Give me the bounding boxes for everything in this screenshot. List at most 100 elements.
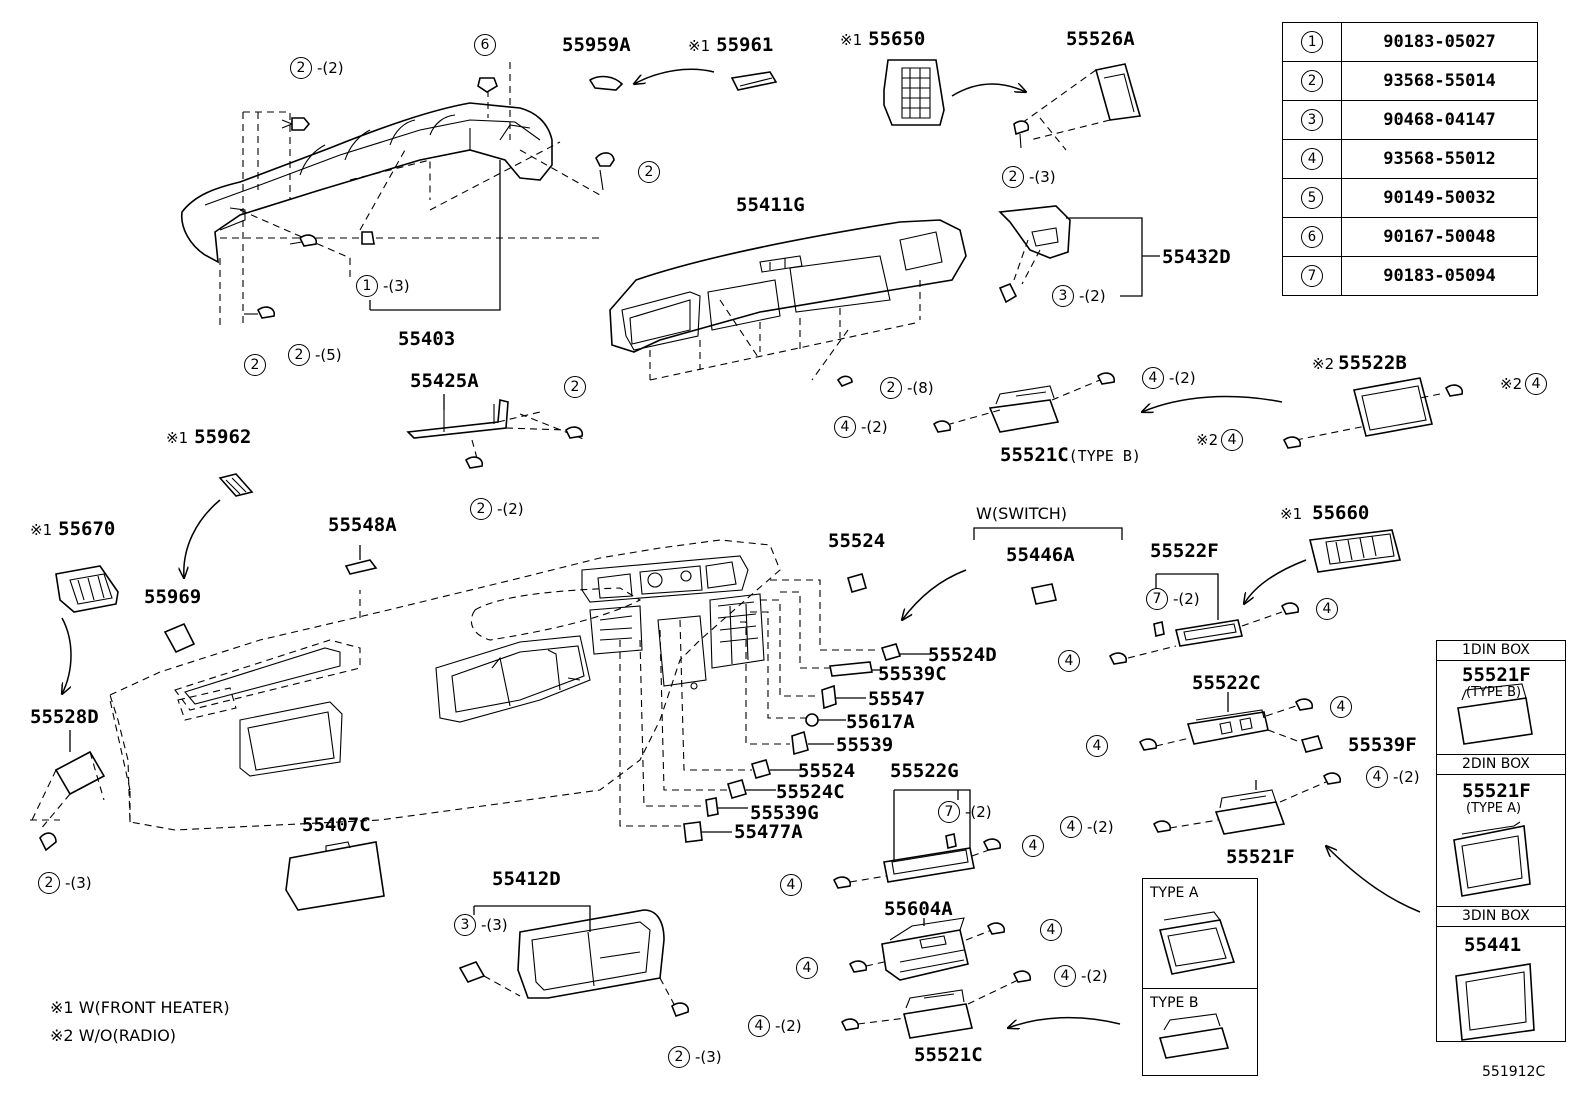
fastener-ref: 4 [796,957,818,979]
fastener-qty: -(2) [1393,767,1420,786]
box-55412D [460,906,688,1016]
fastener-qty: -(2) [317,58,344,77]
fastener-qty: -(3) [481,915,508,934]
fastener-callout: 2 [564,376,591,398]
part-label-55959A: 55959A [562,34,631,56]
fastener-qty: -(2) [1087,817,1114,836]
note-mark: ※1 [688,37,711,55]
fastener-ref: 1 [356,275,378,297]
part-label-55411G: 55411G [736,194,805,216]
fastener-ref: 2 [564,376,586,398]
pocket-55521C-typeB [934,373,1114,432]
part-label-55522F: 55522F [1150,540,1219,562]
vent-55670 [56,566,118,612]
fastener-qty: -(2) [1169,368,1196,387]
duct-55962 [220,474,252,496]
part-number: 93568-55012 [1341,139,1538,179]
fastener-ref: 4 [1316,598,1338,620]
note-mark: ※2 [50,1026,74,1045]
fastener-callout: 6 [474,34,501,56]
fastener-qty: -(2) [497,499,524,518]
ref-number: 1 [1301,31,1323,53]
part-label-55522G: 55522G [890,760,959,782]
fastener-qty: -(3) [1029,167,1056,186]
diagram-code: 551912C [1482,1064,1546,1080]
fastener-callout: 4 [1330,696,1357,718]
part-number: 90183-05094 [1341,256,1538,296]
part-label-55524-b: 55524 [798,760,856,782]
part-number: 93568-55014 [1341,61,1538,101]
dash-leaders [620,580,880,826]
part-label-55432D: 55432D [1162,246,1231,268]
bezel-55522B [1284,378,1462,448]
part-number: 55962 [194,426,252,448]
divider [1436,660,1566,661]
part-label-55524D: 55524D [928,644,997,666]
divider [1436,774,1566,775]
fastener-ref: 3 [454,914,476,936]
fastener-ref: 4 [780,874,802,896]
fastener-ref: 4 [1330,696,1352,718]
part-label-55521C: 55521C [914,1044,983,1066]
part-label-55446A: 55446A [1006,544,1075,566]
ref-number: 3 [1301,109,1323,131]
part-type: (TYPE B) [1068,447,1141,465]
fastener-callout: 4-(2) [1142,367,1196,389]
fastener-qty: -(2) [775,1016,802,1035]
fastener-qty: -(3) [65,873,92,892]
type-box-art [1160,684,1534,1058]
fastener-qty: -(2) [861,417,888,436]
legend-note-1: ※1 W(FRONT HEATER) [50,1000,230,1016]
duct-55969 [165,624,194,652]
fastener-ref: 4 [1040,919,1062,941]
panel-55411G [610,220,966,386]
fastener-callout: 4 [1022,835,1049,857]
fastener-callout: 2 [244,354,271,376]
part-label-55477A: 55477A [734,821,803,843]
fastener-ref: 7 [938,801,960,823]
divider [1436,926,1566,927]
part-label-55521F: 55521F [1226,846,1295,868]
part-number: 90149-50032 [1341,178,1538,218]
fastener-callout: 2-(3) [1002,166,1056,188]
part-number: 55670 [58,518,116,540]
fastener-callout: 4 [1316,598,1343,620]
fastener-qty: -(5) [315,345,342,364]
fastener-ref: 2 [290,57,312,79]
din-box-panel [1436,640,1566,1042]
note-mark: ※1 [840,31,863,49]
fastener-qty: -(2) [1079,286,1106,305]
part-label-55526A: 55526A [1066,28,1135,50]
fastener-callout: 7-(2) [938,801,992,823]
part-label-55521C-typeB: 55521C(TYPE B) [1000,446,1141,465]
small-clips [684,574,930,842]
fastener-ref: 6 [474,34,496,56]
pocket-55521C [842,971,1030,1038]
legend-note-2: ※2 W/O(RADIO) [50,1028,176,1044]
bracket-55548A [346,545,376,574]
part-label-55522C: 55522C [1192,672,1261,694]
part-label-55403: 55403 [398,328,456,350]
part-label-55617A: 55617A [846,711,915,733]
fastener-ref: 4 [1086,735,1108,757]
part-label-55407C: 55407C [302,814,371,836]
ref-number: 6 [1301,226,1323,248]
bezel-55522F [1110,574,1298,664]
fastener-ref: 4 [1022,835,1044,857]
fastener-ref: 4 [1221,429,1244,451]
part-number: 90183-05027 [1341,22,1538,62]
din2-part: 55521F [1462,780,1531,802]
vent-55660 [1310,530,1400,572]
screw-icons-upper [244,78,614,318]
din1-type: (TYPE B) [1466,685,1522,700]
fastener-ref: 2 [244,354,266,376]
fastener-callout: 4 [1086,735,1113,757]
fastener-qty: -(2) [1081,966,1108,985]
table-row: 1 90183-05027 [1282,22,1538,62]
